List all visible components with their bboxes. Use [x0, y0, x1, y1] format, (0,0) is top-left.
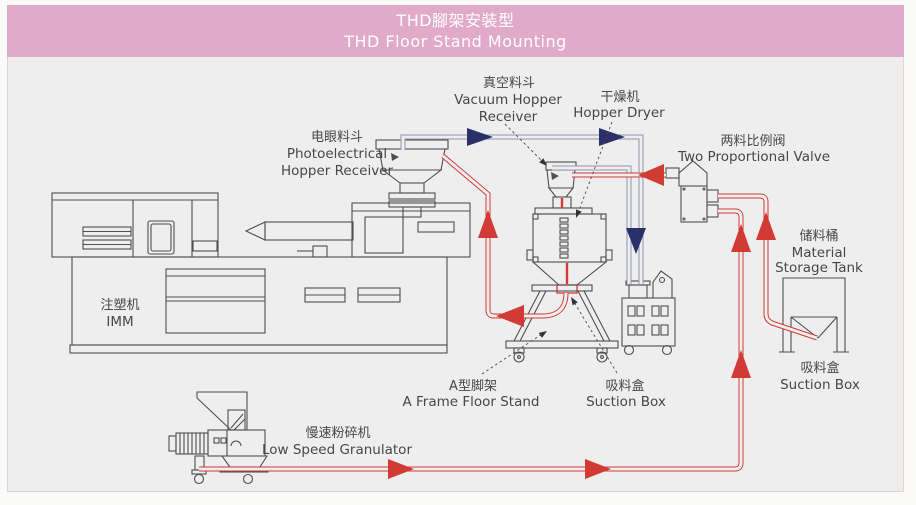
label-a-frame: A型脚架 A Frame Floor Stand [402, 378, 539, 410]
flow-arrows-blue [467, 128, 646, 254]
label-suction-box-right: 吸料盒 Suction Box [780, 360, 860, 393]
hopper-dryer-drawing [526, 198, 613, 286]
label-photoelectrical-en2: Hopper Receiver [281, 163, 394, 179]
label-hopper-dryer: 干燥机 Hopper Dryer [573, 90, 665, 121]
label-aframe-zh: A型脚架 [449, 378, 497, 394]
header-title-zh: THD腳架安裝型 [396, 11, 515, 30]
label-valve-zh: 两料比例阀 [720, 134, 785, 149]
label-suction-box-mid: 吸料盒 Suction Box [586, 378, 666, 410]
label-imm-en: IMM [106, 314, 133, 330]
label-suction-mid-en: Suction Box [586, 394, 666, 410]
label-photoelectrical: 电眼料斗 Photoelectrical Hopper Receiver [281, 130, 394, 179]
vacuum-pipe-hopper [552, 165, 632, 284]
label-imm-zh: 注塑机 [100, 298, 139, 313]
header-title-en: THD Floor Stand Mounting [344, 32, 567, 51]
label-granulator-en: Low Speed Granulator [262, 442, 412, 458]
leader-lines [481, 121, 618, 375]
label-imm: 注塑机 IMM [100, 298, 139, 330]
label-vacuum-en2: Receiver [479, 109, 538, 125]
material-pipe-granulator-to-valve [199, 208, 744, 472]
sight-glass-column [559, 217, 569, 259]
header-banner: THD腳架安裝型 THD Floor Stand Mounting [7, 5, 904, 57]
label-tank-zh: 储料桶 [799, 229, 838, 244]
storage-tank-drawing [779, 277, 849, 353]
two-proportional-valve-drawing [665, 160, 719, 223]
imm-drawing [51, 192, 471, 354]
label-dryer-en: Hopper Dryer [573, 105, 665, 121]
label-tank-en2: Storage Tank [775, 260, 863, 276]
flow-arrows-red [388, 164, 776, 479]
photoelectrical-hopper-drawing [375, 139, 449, 218]
label-vacuum-en1: Vacuum Hopper [454, 92, 562, 108]
label-valve-en: Two Proportional Valve [677, 149, 830, 165]
label-photoelectrical-en1: Photoelectrical [287, 146, 387, 162]
suction-box-fitting [556, 284, 578, 294]
label-storage-tank: 储料桶 Material Storage Tank [775, 229, 863, 276]
vacuum-blower-drawing [621, 270, 676, 356]
material-pipe-suctionbox-to-photoelectrical [441, 154, 569, 319]
label-vacuum-hopper: 真空料斗 Vacuum Hopper Receiver [454, 76, 562, 125]
label-two-proportional-valve: 两料比例阀 Two Proportional Valve [677, 134, 830, 165]
material-pipe-tank-to-valve [718, 193, 818, 341]
label-suction-mid-zh: 吸料盒 [605, 378, 644, 394]
vacuum-pipe-photoelectrical [400, 134, 644, 284]
label-photoelectrical-zh: 电眼料斗 [311, 130, 363, 145]
label-granulator-zh: 慢速粉碎机 [305, 425, 370, 441]
label-suction-right-en: Suction Box [780, 377, 860, 393]
label-suction-right-zh: 吸料盒 [800, 360, 839, 376]
label-dryer-zh: 干燥机 [600, 90, 639, 105]
label-aframe-en: A Frame Floor Stand [402, 394, 539, 410]
diagram-panel [7, 57, 904, 492]
label-vacuum-zh: 真空料斗 [483, 76, 535, 91]
label-tank-en1: Material [792, 245, 847, 261]
label-granulator: 慢速粉碎机 Low Speed Granulator [262, 425, 412, 458]
